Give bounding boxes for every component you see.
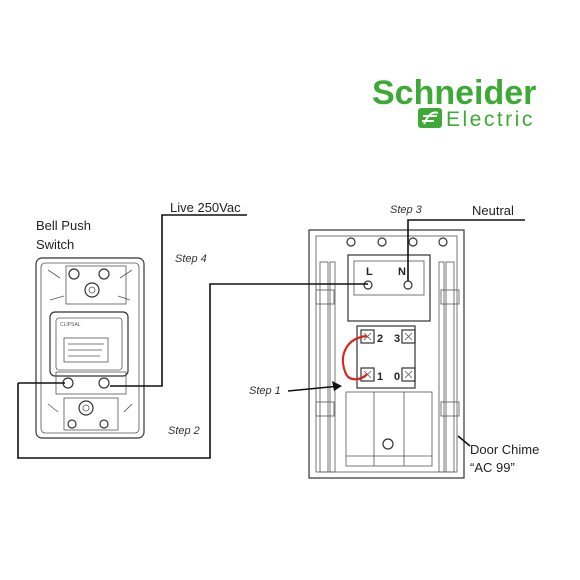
schneider-electric-logo: Schneider Electric: [372, 74, 536, 131]
step2-label: Step 2: [168, 425, 200, 437]
bell-push-label-line1: Bell Push: [36, 218, 91, 233]
bell-push-label-line2: Switch: [36, 237, 74, 252]
switch-to-chime-wire: [17, 283, 368, 459]
door-chime-label-line1: Door Chime: [470, 442, 539, 457]
terminal-N-screw: [403, 280, 413, 290]
terminal-0-label: 0: [394, 371, 400, 383]
door-chime: L N 2 3 1 0: [308, 229, 465, 479]
neutral-wire: [407, 219, 525, 281]
red-jumper-wire: [341, 334, 368, 381]
step1-label: Step 1: [249, 385, 281, 397]
terminal-1-label: 1: [377, 371, 383, 383]
bell-push-switch: Bell Push Switch CLIPSAL: [35, 218, 145, 439]
terminal-3-label: 3: [394, 333, 400, 345]
wires: [17, 214, 525, 459]
step1-arrow: [287, 385, 341, 392]
logo-mark-icon: [418, 108, 442, 128]
terminal-L-screw: [363, 280, 373, 290]
svg-text:CLIPSAL: CLIPSAL: [60, 322, 81, 328]
door-chime-label-line2: “AC 99”: [470, 460, 515, 475]
terminal-3-screw: [401, 329, 416, 344]
door-chime-pointer: [457, 435, 471, 447]
live-wire: [110, 214, 247, 387]
terminal-0-screw: [401, 367, 416, 382]
neutral-label: Neutral: [472, 203, 514, 218]
step3-label: Step 3: [390, 204, 423, 216]
chime-top-knobs: [346, 237, 448, 247]
live-label: Live 250Vac: [170, 200, 241, 215]
terminal-2-label: 2: [377, 333, 383, 345]
logo-brand-name: Schneider: [372, 74, 536, 112]
logo-sub-name: Electric: [446, 108, 535, 131]
step4-label: Step 4: [175, 253, 207, 265]
terminal-N-label: N: [398, 266, 406, 278]
terminal-L-label: L: [366, 266, 373, 278]
step1-arrowhead-icon: [332, 381, 342, 391]
terminal-1-screw: [360, 367, 375, 382]
